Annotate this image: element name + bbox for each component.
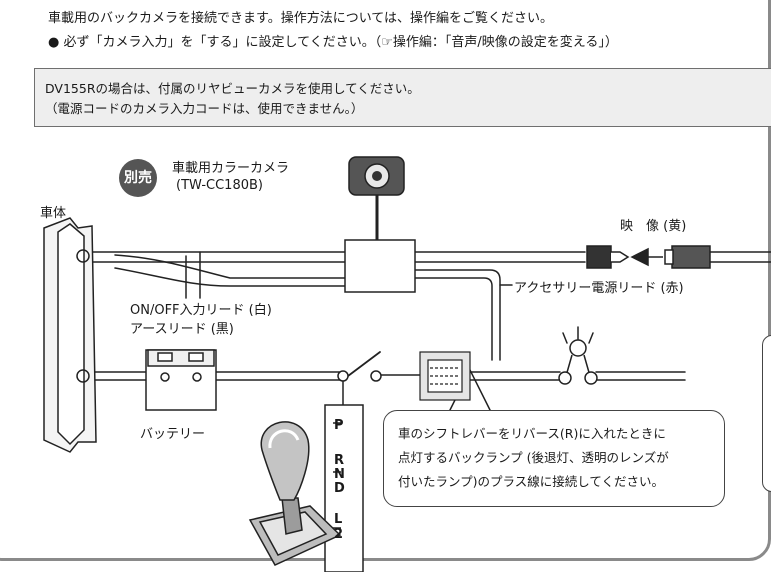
side-note-text: ス: [763, 402, 771, 424]
callout-line-2: 点灯するバックランプ (後退灯、透明のレンズが: [398, 450, 669, 465]
ground-screw-bottom: [76, 369, 90, 383]
shift-2: 2: [334, 527, 344, 542]
optional-badge: 別売: [119, 159, 157, 197]
callout-line-1: 車のシフトレバーをリバース(R)に入れたときに: [398, 426, 666, 441]
side-note-text: (: [763, 468, 771, 490]
note-line-1: DV155Rの場合は、付属のリヤビューカメラを使用してください。: [45, 81, 420, 96]
video-connector-icon: [586, 245, 711, 269]
shift-r: R: [334, 453, 345, 468]
earth-lead-label: アースリード (黒): [130, 322, 234, 337]
camera-model-label: (TW-CC180B): [176, 178, 263, 193]
accessory-lead-label: アクセサリー電源リード (赤): [514, 281, 684, 296]
video-label: 映 像 (黄): [620, 219, 687, 234]
side-note-text: ま: [763, 424, 771, 446]
onoff-lead-label: ON/OFF入力リード (白): [130, 303, 272, 318]
shift-l: L: [334, 512, 343, 527]
shift-p: P: [334, 418, 344, 433]
car-body-panel: [43, 217, 97, 453]
battery-label: バッテリー: [140, 427, 206, 442]
intro-line-1: 車載用のバックカメラを接続できます。操作方法については、操作編をご覧ください。: [48, 11, 554, 26]
back-lamp-icon: [558, 339, 598, 385]
shift-gate-panel: [324, 404, 364, 572]
side-note-text: カ: [763, 336, 771, 358]
shift-n: N: [334, 467, 345, 482]
side-note-text: バ: [763, 380, 771, 402]
camera-icon: [348, 156, 405, 196]
camera-name-label: 車載用カラーカメラ: [172, 161, 290, 176]
camera-control-box: [344, 239, 416, 293]
accessory-lead-wire: [414, 269, 501, 361]
ground-screw-top: [76, 249, 90, 263]
battery-icon: [145, 349, 217, 411]
back-lamp-callout: 車のシフトレバーをリバース(R)に入れたときに 点灯するバックランプ (後退灯、…: [383, 410, 725, 507]
intro-text: 車載用のバックカメラを接続できます。操作方法については、操作編をご覧ください。 …: [48, 7, 618, 55]
side-note-text: ス: [763, 358, 771, 380]
side-note-box: カ ス バ ス ま 部 (: [762, 335, 771, 492]
intro-line-2: ● 必ず「カメラ入力」を「する」に設定してください。（☞操作編：「音声/映像の設…: [48, 35, 618, 50]
shift-d: D: [334, 481, 345, 496]
reverse-switch: [347, 351, 381, 377]
splice-connector-icon: [419, 351, 471, 401]
note-box: DV155Rの場合は、付属のリヤビューカメラを使用してください。 （電源コードの…: [34, 68, 771, 127]
side-note-text: 部: [763, 446, 771, 468]
note-line-2: （電源コードのカメラ入力コードは、使用できません。）: [45, 101, 364, 116]
car-body-label: 車体: [40, 206, 67, 221]
gear-shifter-icon: [248, 421, 342, 566]
onoff-lead-wire: [114, 254, 346, 279]
callout-line-3: 付いたランプ)のプラス線に接続してください。: [398, 474, 665, 489]
